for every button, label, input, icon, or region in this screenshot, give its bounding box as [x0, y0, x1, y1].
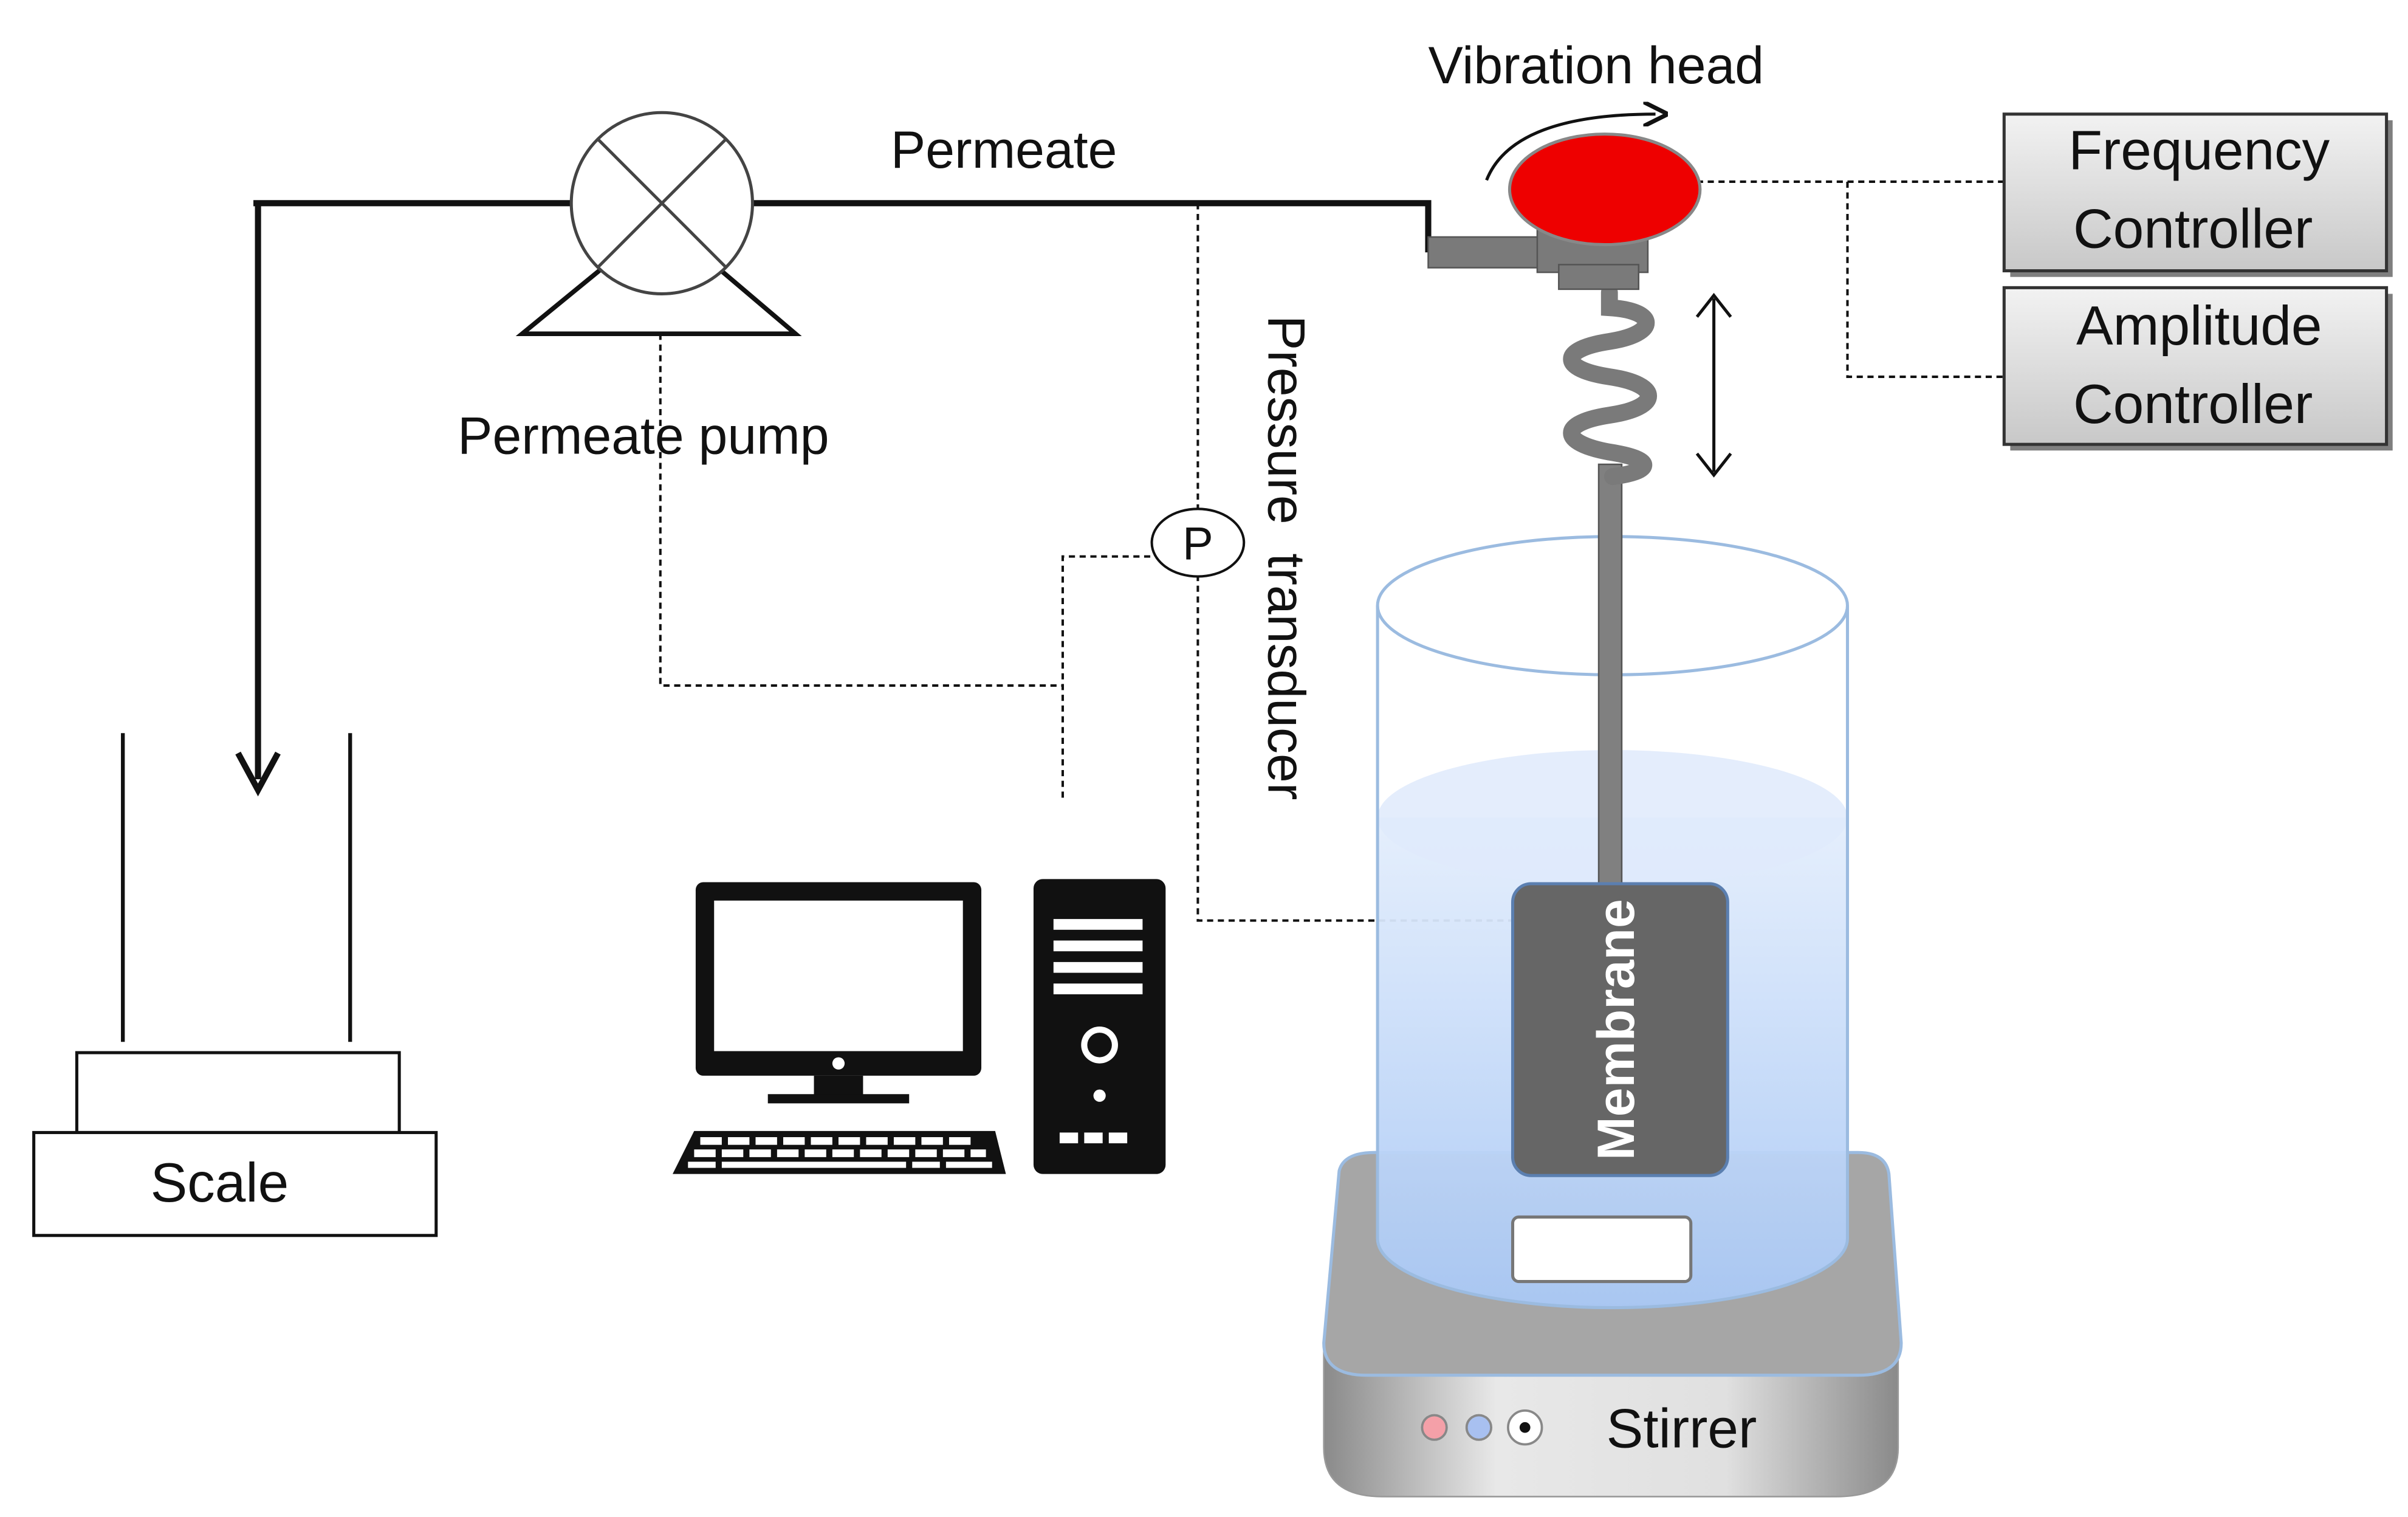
amplitude-controller: Amplitude Controller — [2002, 286, 2393, 451]
pump-icon — [515, 111, 802, 336]
permeate-label: Permeate — [891, 121, 1117, 179]
scale: Scale — [32, 733, 438, 1237]
scale-label: Scale — [151, 1152, 289, 1214]
vibration-spring-icon — [1563, 284, 1657, 900]
frequency-controller: Frequency Controller — [2002, 112, 2393, 277]
signal-lines — [659, 180, 2005, 922]
bidirectional-arrow-icon — [1695, 292, 1732, 478]
permeate-line — [235, 200, 1432, 797]
vibration-head — [1427, 114, 1702, 291]
vibration-head-label: Vibration head — [1429, 36, 1765, 95]
down-arrow-icon — [235, 751, 281, 797]
pressure-symbol: P — [1182, 518, 1213, 570]
rotation-arrow-icon — [1485, 114, 1656, 181]
membrane: Membrane — [1511, 882, 1729, 1177]
stirrer-button-blue — [1465, 1414, 1493, 1441]
amplitude-controller-line1: Amplitude — [2076, 295, 2322, 357]
pressure-transducer-label: Pressure transducer — [1257, 315, 1315, 800]
amplitude-controller-line2: Controller — [2073, 374, 2313, 435]
frequency-controller-line2: Controller — [2073, 199, 2313, 260]
stirrer-button-red — [1421, 1414, 1448, 1441]
pressure-gauge-icon: P — [1150, 507, 1246, 578]
frequency-controller-line1: Frequency — [2068, 120, 2330, 182]
permeate-pump-label: Permeate pump — [458, 407, 829, 465]
stirrer-label: Stirrer — [1607, 1398, 1757, 1460]
membrane-label: Membrane — [1587, 899, 1645, 1160]
desktop-computer-icon — [673, 879, 1166, 1174]
